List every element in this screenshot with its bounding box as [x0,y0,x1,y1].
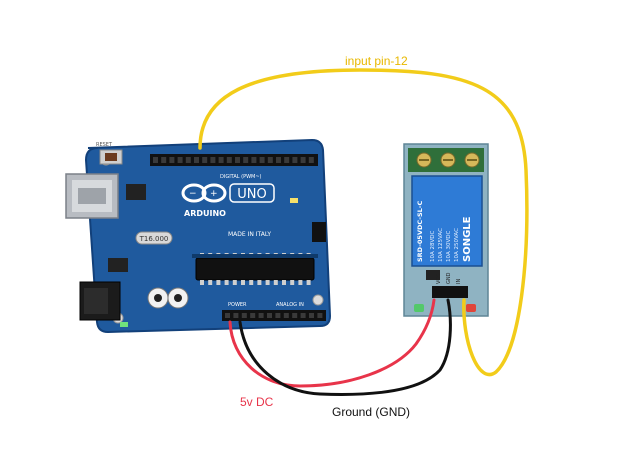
power-pin-hole [250,313,256,318]
relay-pin-gnd: GND [446,272,452,284]
digital-pin-hole [243,157,249,163]
relay-rating-3: 10A 125VAC [438,228,444,262]
icsp-header [312,222,326,242]
digital-pin-hole [185,157,191,163]
power-header-label: POWER [228,302,247,308]
reset-button [99,149,123,165]
usb-interface-chip [126,184,146,200]
relay-cube-text: SONGLE 10A 250VAC 10A 30VDC 10A 125VAC 1… [416,200,473,262]
relay-rating-2: 10A 30VDC [446,230,452,262]
chip-pin [265,280,270,285]
relay-pin-in: IN [456,279,462,284]
digital-pin-hole [161,157,167,163]
chip-socket [192,254,318,258]
relay-pin-vcc: VCC [436,273,442,284]
ground-wire [238,298,452,396]
power-pin-hole [309,313,314,318]
uno-label: UNO [237,187,266,202]
digital-pin-hole [210,157,216,163]
chip-pin [306,280,311,285]
power-analog-pin-header [222,310,326,321]
digital-pin-header [150,154,318,166]
digital-pin-hole [251,157,257,163]
relay-cube [411,175,483,267]
relay-pin-labels: VCC GND IN [436,272,462,284]
chip-pin [216,280,221,285]
power-jack [79,281,121,321]
on-led [120,322,128,327]
power-pin-hole [258,313,264,318]
power-pin-hole [283,313,289,318]
digital-pin-hole [267,157,273,163]
power-wire-5v [228,298,436,388]
digital-pin-hole [169,157,175,163]
relay-rating-1: 10A 250VAC [454,228,460,262]
digital-pin-hole [194,157,199,163]
chip-pin [208,280,213,285]
digital-pin-hole [300,157,306,163]
arduino-brand-label: ARDUINO [184,209,226,218]
status-led-red [466,304,476,312]
chip-pin [282,280,286,285]
chip-pin [273,280,278,285]
capacitor-2 [167,287,189,309]
arduino-logo: − + [181,183,227,203]
chip-pin [224,280,229,285]
chip-pin [241,280,245,285]
analog-header-label: ANALOG IN [276,302,304,308]
chip-pin [290,280,295,285]
digital-pin-hole [202,157,208,163]
digital-pin-hole [153,157,158,163]
digital-pin-hole [226,157,232,163]
relay-module [403,143,489,317]
power-pin-hole [241,313,247,318]
svg-text:−: − [189,189,197,199]
digital-pin-hole [177,157,183,163]
relay-rating-4: 10A 28VDC [430,230,436,262]
chip-pin [249,280,254,285]
ground-label: Ground (GND) [332,405,411,419]
power-pin-hole [292,313,298,318]
digital-pin-hole [308,157,314,163]
relay-transistor [426,270,440,280]
relay-model-number: SRD-05VDC-SL-C [416,200,424,262]
made-in-label: MADE IN ITALY [228,231,271,238]
chip-pin [200,280,204,285]
digital-pin-hole [276,157,281,163]
relay-brand-label: SONGLE [462,216,473,262]
five-volt-label: 5v DC [240,395,274,409]
voltage-regulator [108,258,128,272]
power-pin-hole [300,313,306,318]
relay-pin-header [432,286,468,298]
power-pin-hole [275,313,281,318]
power-pin-hole [225,313,230,318]
power-pin-hole [267,313,272,318]
signal-wire-pin12 [198,68,529,377]
power-pin-hole [317,313,323,318]
digital-pin-hole [259,157,265,163]
chip-pin [257,280,262,285]
l-led [290,198,298,203]
capacitor-1 [147,287,169,309]
crystal-label: T16.000 [139,235,169,243]
digital-pin-hole [235,157,240,163]
uno-badge: UNO [229,183,275,203]
power-pin-hole [233,313,239,318]
crystal-oscillator: T16.000 [135,231,173,245]
chip-pin [298,280,303,285]
input-pin-label: input pin-12 [345,54,408,68]
chip-pin [232,280,237,285]
svg-text:+: + [210,189,218,199]
power-led-green [414,304,424,312]
digital-header-label: DIGITAL (PWM~) [220,174,262,180]
reset-label: RESET [96,142,113,148]
digital-pin-hole [218,157,224,163]
usb-connector [65,173,119,219]
digital-pin-hole [292,157,298,163]
digital-pin-hole [284,157,290,163]
